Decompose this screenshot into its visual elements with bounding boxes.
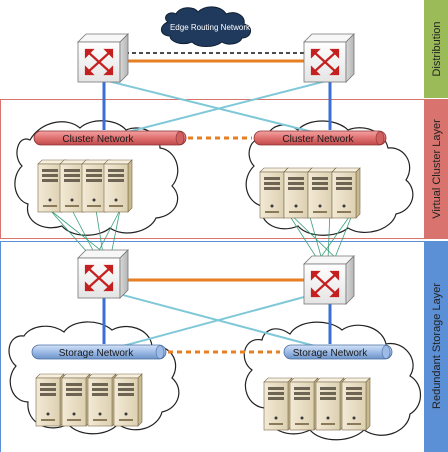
switch-distribution-left xyxy=(77,33,129,83)
cluster-network-label-right: Cluster Network xyxy=(282,134,354,145)
layer-storage: Redundant Storage Layer xyxy=(0,241,448,452)
switch-distribution-right xyxy=(303,33,355,83)
storage-label-bar xyxy=(424,241,448,452)
server-group-storage-right xyxy=(263,377,371,431)
server-tower-icon xyxy=(289,377,319,431)
switch-storage-right xyxy=(303,255,355,305)
distribution-label: Distribution xyxy=(431,21,443,76)
server-tower-icon xyxy=(87,373,117,427)
storage-links xyxy=(102,278,332,354)
server-group-cluster-right xyxy=(259,167,361,219)
cluster-label: Virtual Cluster Layer xyxy=(431,119,443,219)
distribution-label-bar xyxy=(424,0,448,98)
cluster-network-bus-left: Cluster Network xyxy=(33,130,187,146)
server-group-storage-left xyxy=(35,373,143,427)
server-tower-icon xyxy=(263,377,293,431)
server-tower-icon xyxy=(61,373,91,427)
cluster-network-label-left: Cluster Network xyxy=(62,134,134,145)
storage-network-label-right: Storage Network xyxy=(293,348,368,359)
cloud-icon xyxy=(161,6,251,47)
server-tower-icon xyxy=(315,377,345,431)
storage-network-label-left: Storage Network xyxy=(59,348,134,359)
server-tower-icon xyxy=(113,373,143,427)
server-tower-icon xyxy=(307,167,337,219)
switch-storage-left xyxy=(77,249,129,299)
network-switch-icon xyxy=(303,33,355,83)
network-switch-icon xyxy=(77,249,129,299)
server-tower-icon xyxy=(35,373,65,427)
server-tower-icon xyxy=(81,159,111,213)
storage-network-bus-left: Storage Network xyxy=(31,344,167,360)
edge-routing-network-cloud: Edge Routing Network xyxy=(161,6,251,47)
server-tower-icon xyxy=(331,167,361,219)
cluster-label-bar xyxy=(424,99,448,239)
storage-network-bus-right: Storage Network xyxy=(283,344,393,360)
network-switch-icon xyxy=(77,33,129,83)
server-group-cluster-left xyxy=(37,159,133,213)
network-switch-icon xyxy=(303,255,355,305)
storage-label: Redundant Storage Layer xyxy=(431,283,443,409)
server-tower-icon xyxy=(103,159,133,213)
distribution-links xyxy=(102,52,334,138)
cluster-network-bus-right: Cluster Network xyxy=(253,130,387,146)
edge-routing-network-label: Edge Routing Network xyxy=(170,23,251,32)
server-tower-icon xyxy=(341,377,371,431)
